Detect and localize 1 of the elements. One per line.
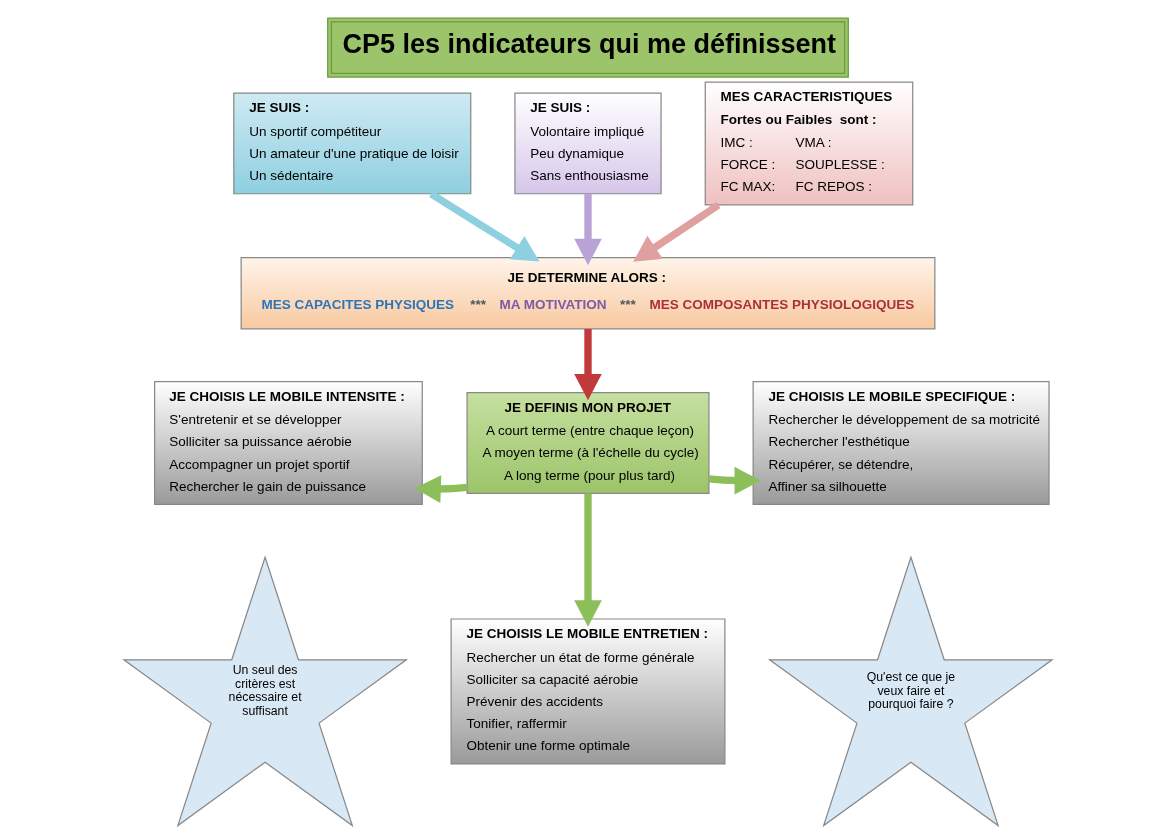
- diagram-title: CP5 les indicateurs qui me définissent: [342, 29, 837, 60]
